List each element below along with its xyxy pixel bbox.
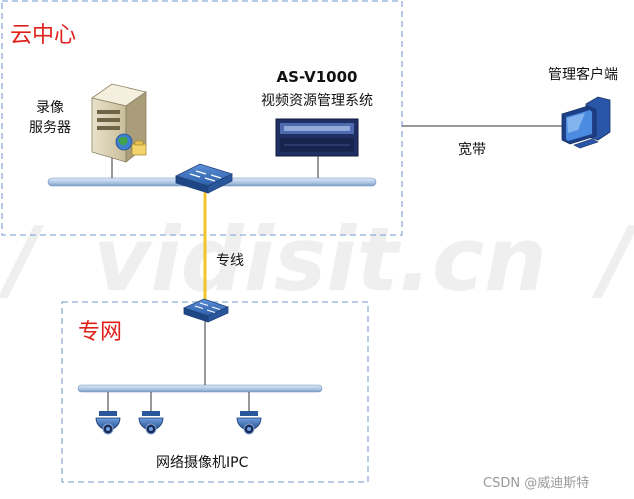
rack-appliance-icon <box>275 118 359 157</box>
private-network-bus <box>77 384 323 393</box>
svg-text:/: / <box>0 208 45 311</box>
network-switch-icon <box>174 163 234 194</box>
vms-name-label: 视频资源管理系统 <box>261 93 373 109</box>
dome-camera-icon <box>236 411 262 435</box>
svg-text:/: / <box>591 208 634 311</box>
desktop-computer-icon <box>561 96 611 149</box>
broadband-label: 宽带 <box>458 142 486 158</box>
recording-server-label: 录像 服务器 <box>29 100 71 136</box>
credit-text: CSDN @威迪斯特 <box>483 476 590 491</box>
client-label: 管理客户端 <box>548 67 618 83</box>
vms-model-label: AS-V1000 <box>276 68 358 86</box>
cameras-label: 网络摄像机IPC <box>156 455 249 471</box>
private-zone-title: 专网 <box>78 320 123 345</box>
watermark: vidisit.cn / / <box>0 208 634 311</box>
cloud-zone-border <box>1 0 403 236</box>
dedicated-line-label: 专线 <box>216 253 244 269</box>
server-icon <box>91 83 147 163</box>
dome-camera-icon <box>95 411 121 435</box>
network-switch-icon <box>182 298 230 323</box>
cloud-zone-title: 云中心 <box>10 23 77 48</box>
private-zone-border <box>61 301 369 483</box>
dome-camera-icon <box>138 411 164 435</box>
watermark-text: vidisit.cn <box>93 208 547 311</box>
